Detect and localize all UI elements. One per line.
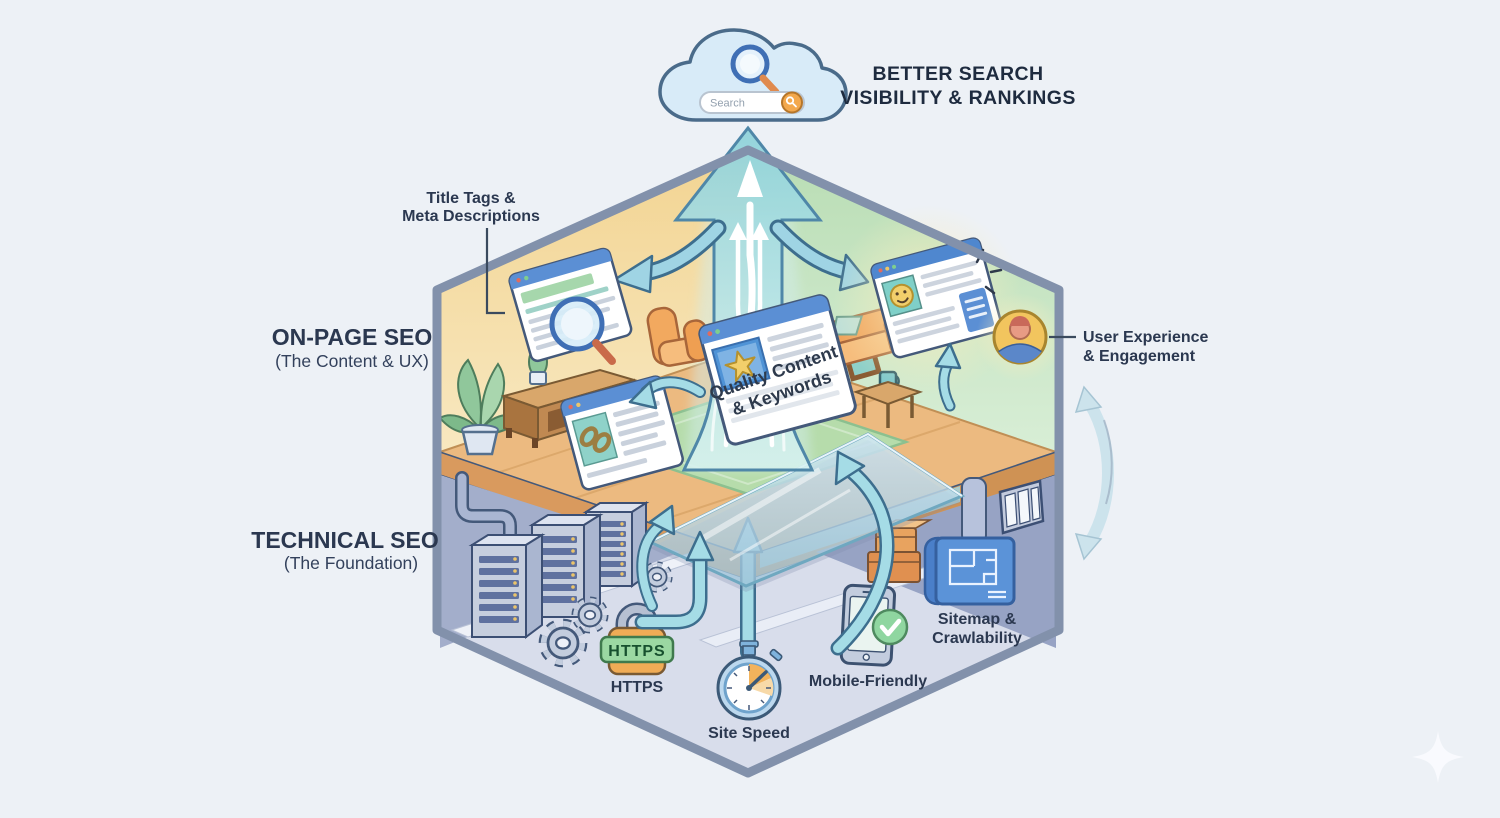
search-placeholder: Search — [710, 98, 745, 110]
glass-floor-panel — [646, 432, 966, 592]
chain-link-icon — [579, 426, 612, 453]
smiley-icon — [889, 283, 914, 308]
user-avatar-icon — [992, 309, 1048, 365]
sparkle-watermark — [1412, 731, 1464, 783]
svg-text:Meta Descriptions: Meta Descriptions — [402, 208, 540, 225]
server-rack-icon — [468, 501, 650, 639]
magnifier-icon — [549, 296, 616, 365]
label-title-tags: Title Tags & Meta Descriptions — [402, 190, 540, 315]
svg-text:Crawlability: Crawlability — [932, 630, 1022, 647]
https-lock-icon: HTTPS — [599, 602, 675, 676]
label-site-speed: Site Speed — [708, 725, 790, 742]
label-user-experience: User Experience & Engagement — [1049, 329, 1209, 365]
star-icon — [724, 350, 756, 382]
svg-text:Sitemap &: Sitemap & — [938, 611, 1017, 628]
cycle-arrow — [1074, 385, 1114, 561]
basement-window — [998, 479, 1045, 535]
rising-arrow — [634, 530, 715, 630]
sitemap-blueprint-icon — [923, 536, 1016, 606]
https-badge-text: HTTPS — [608, 643, 665, 660]
search-magnifier-icon — [730, 44, 780, 96]
headline-line1: BETTER SEARCH — [873, 63, 1044, 85]
svg-text:(The Content & UX): (The Content & UX) — [275, 351, 429, 371]
svg-text:Title Tags &: Title Tags & — [426, 190, 516, 207]
svg-text:User Experience: User Experience — [1083, 329, 1209, 346]
label-technical-seo: TECHNICAL SEO (The Foundation) — [251, 527, 438, 573]
label-on-page-seo: ON-PAGE SEO (The Content & UX) — [272, 324, 433, 371]
duct-icon — [961, 477, 987, 545]
pipes-icon — [455, 471, 517, 567]
curved-arrow-right — [830, 450, 895, 656]
connector-line — [485, 228, 505, 315]
curved-arrow-left — [636, 504, 676, 612]
browser-window-title-tags — [508, 247, 633, 365]
rug-arrow — [628, 376, 706, 410]
label-sitemap: Sitemap & Crawlability — [932, 611, 1022, 647]
headline: BETTER SEARCH VISIBILITY & RANKINGS — [840, 63, 1076, 109]
stopwatch-icon — [716, 640, 783, 721]
label-mobile-friendly: Mobile-Friendly — [809, 673, 927, 690]
headline-line2: VISIBILITY & RANKINGS — [840, 87, 1076, 109]
browser-window-user-smiley — [870, 237, 1003, 359]
browser-window-internal-links — [560, 375, 684, 491]
branch-arrow-left — [612, 219, 727, 294]
check-icon — [871, 608, 909, 646]
svg-text:(The Foundation): (The Foundation) — [284, 553, 418, 573]
ux-arrow-up — [934, 342, 962, 412]
cloud-search-icon: Search — [658, 28, 848, 122]
svg-text:& Engagement: & Engagement — [1083, 348, 1196, 365]
label-https: HTTPS — [611, 679, 664, 696]
house-outline — [432, 145, 1064, 778]
search-bar: Search — [699, 91, 805, 114]
plant-icon — [438, 358, 522, 456]
svg-text:TECHNICAL SEO: TECHNICAL SEO — [251, 527, 438, 553]
svg-text:ON-PAGE SEO: ON-PAGE SEO — [272, 324, 433, 350]
browser-window-quality-content: Quality Content & Keywords — [698, 294, 857, 446]
